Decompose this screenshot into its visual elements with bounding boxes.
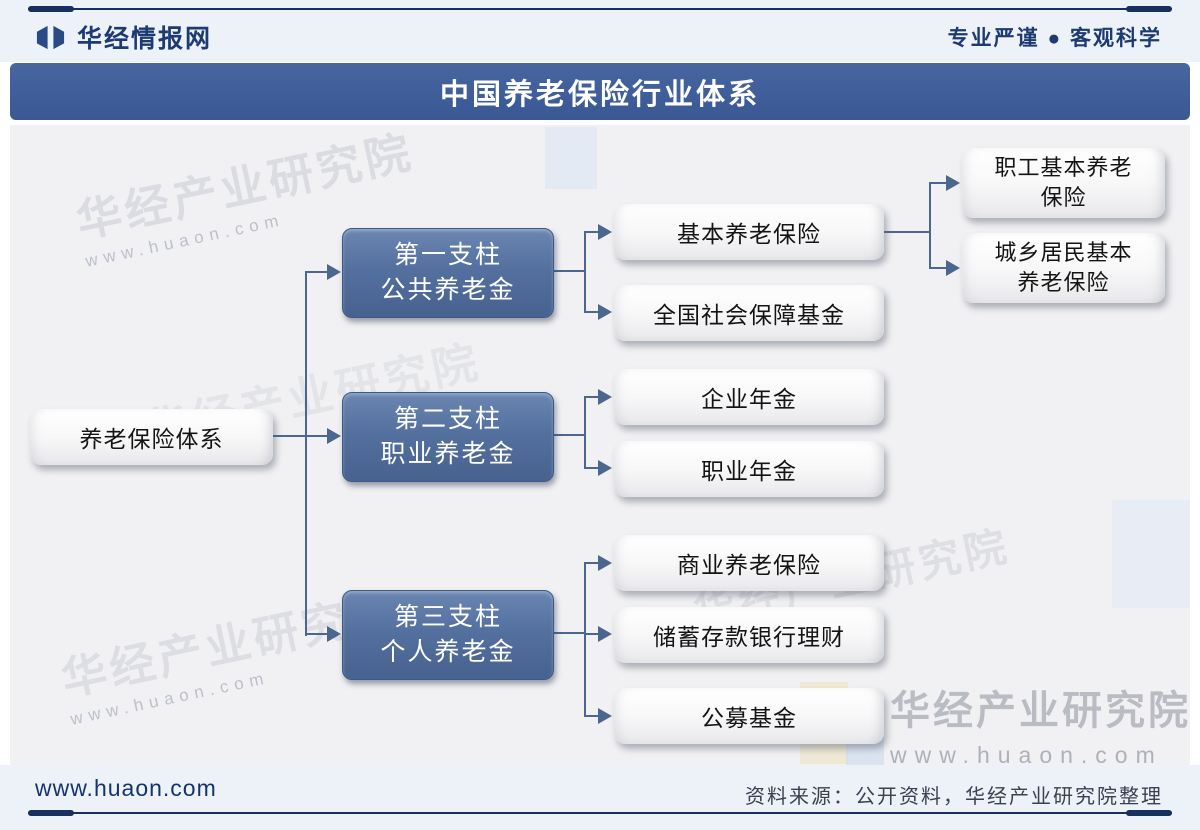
arrow-right-icon [598, 555, 612, 571]
node-label: 个人养老金 [380, 638, 516, 666]
node-pillar-1: 第一支柱 公共养老金 [342, 228, 554, 318]
node-label: 职工基本养老 [994, 155, 1133, 181]
connector-line [584, 715, 600, 717]
bottom-rule-right-cap [1126, 810, 1172, 816]
deco-square [1112, 500, 1190, 608]
page-title: 中国养老保险行业体系 [10, 63, 1190, 120]
footer-source: 资料来源：公开资料，华经产业研究院整理 [745, 786, 1163, 808]
arrow-right-icon [598, 389, 612, 405]
node-label: 公共养老金 [380, 276, 516, 304]
connector-line [305, 633, 329, 635]
node-label: 职业年金 [701, 458, 797, 484]
connector-line [584, 633, 600, 635]
node-label: 第三支柱 [393, 602, 502, 631]
top-rule-right-cap [1126, 6, 1172, 12]
arrow-right-icon [946, 175, 960, 191]
arrow-right-icon [598, 460, 612, 476]
node-label: 保险 [1040, 185, 1087, 210]
node-label: 第二支柱 [393, 404, 502, 433]
connector-line [584, 231, 586, 313]
node-label: 城乡居民基本 [994, 240, 1133, 266]
connector-line [584, 562, 600, 564]
arrow-right-icon [946, 260, 960, 276]
brand-name: 华经情报网 [77, 25, 213, 53]
arrow-right-icon [327, 428, 341, 444]
arrow-right-icon [598, 224, 612, 240]
node-occupational-annuity: 职业年金 [614, 441, 884, 497]
node-savings-bank-wealth: 储蓄存款银行理财 [614, 607, 884, 663]
node-employee-basic-pension: 职工基本养老 保险 [962, 148, 1165, 218]
connector-line [584, 396, 600, 398]
node-label: 全国社会保障基金 [653, 302, 845, 328]
arrow-right-icon [598, 708, 612, 724]
node-label: 养老保险 [1017, 270, 1110, 295]
watermark-url: www.huaon.com [890, 742, 1163, 768]
connector-line [305, 271, 307, 636]
node-basic-pension-insurance: 基本养老保险 [614, 204, 884, 260]
connector-line [884, 231, 931, 233]
connector-line [584, 467, 600, 469]
connector-line [929, 267, 948, 269]
arrow-right-icon [598, 626, 612, 642]
deco-square [545, 127, 597, 189]
node-enterprise-annuity: 企业年金 [614, 369, 884, 425]
connector-line [584, 396, 586, 469]
node-label: 储蓄存款银行理财 [653, 624, 845, 650]
watermark-text: 华经产业研究院 [890, 689, 1191, 733]
node-public-funds: 公募基金 [614, 688, 884, 744]
footer-band [0, 765, 1200, 830]
brand: 华经情报网 [34, 19, 212, 55]
node-label: 公募基金 [701, 705, 797, 731]
node-label: 商业养老保险 [677, 552, 821, 578]
connector-line [552, 434, 586, 436]
node-pension-system: 养老保险体系 [30, 409, 273, 465]
connector-line [584, 562, 586, 716]
watermark-bottom-right: 华经产业研究院 www.huaon.com [842, 678, 1191, 769]
connector-line [273, 435, 307, 437]
connector-line [929, 182, 948, 184]
connector-line [552, 632, 586, 634]
connector-line [305, 271, 329, 273]
node-pillar-3: 第三支柱 个人养老金 [342, 590, 554, 680]
node-national-social-security-fund: 全国社会保障基金 [614, 285, 884, 341]
bottom-rule [28, 812, 1172, 814]
node-label: 养老保险体系 [79, 426, 224, 452]
bottom-rule-left-cap [28, 810, 74, 816]
header-band [0, 0, 1200, 62]
top-rule [28, 8, 1172, 10]
connector-line [929, 182, 931, 269]
top-rule-left-cap [28, 6, 74, 12]
connector-line [584, 311, 600, 313]
huaon-logo-icon [36, 25, 65, 49]
header-tagline: 专业严谨 ● 客观科学 [947, 27, 1162, 50]
node-commercial-pension-insurance: 商业养老保险 [614, 535, 884, 591]
connector-line [552, 270, 586, 272]
node-label: 第一支柱 [393, 240, 502, 269]
arrow-right-icon [327, 264, 341, 280]
node-label: 企业年金 [701, 386, 797, 412]
node-pillar-2: 第二支柱 职业养老金 [342, 392, 554, 482]
connector-line [305, 435, 329, 437]
arrow-right-icon [598, 304, 612, 320]
arrow-right-icon [327, 626, 341, 642]
node-urban-rural-resident-pension: 城乡居民基本 养老保险 [962, 233, 1165, 303]
footer-site: www.huaon.com [35, 775, 217, 801]
connector-line [584, 231, 600, 233]
node-label: 职业养老金 [380, 440, 516, 468]
node-label: 基本养老保险 [677, 221, 821, 247]
